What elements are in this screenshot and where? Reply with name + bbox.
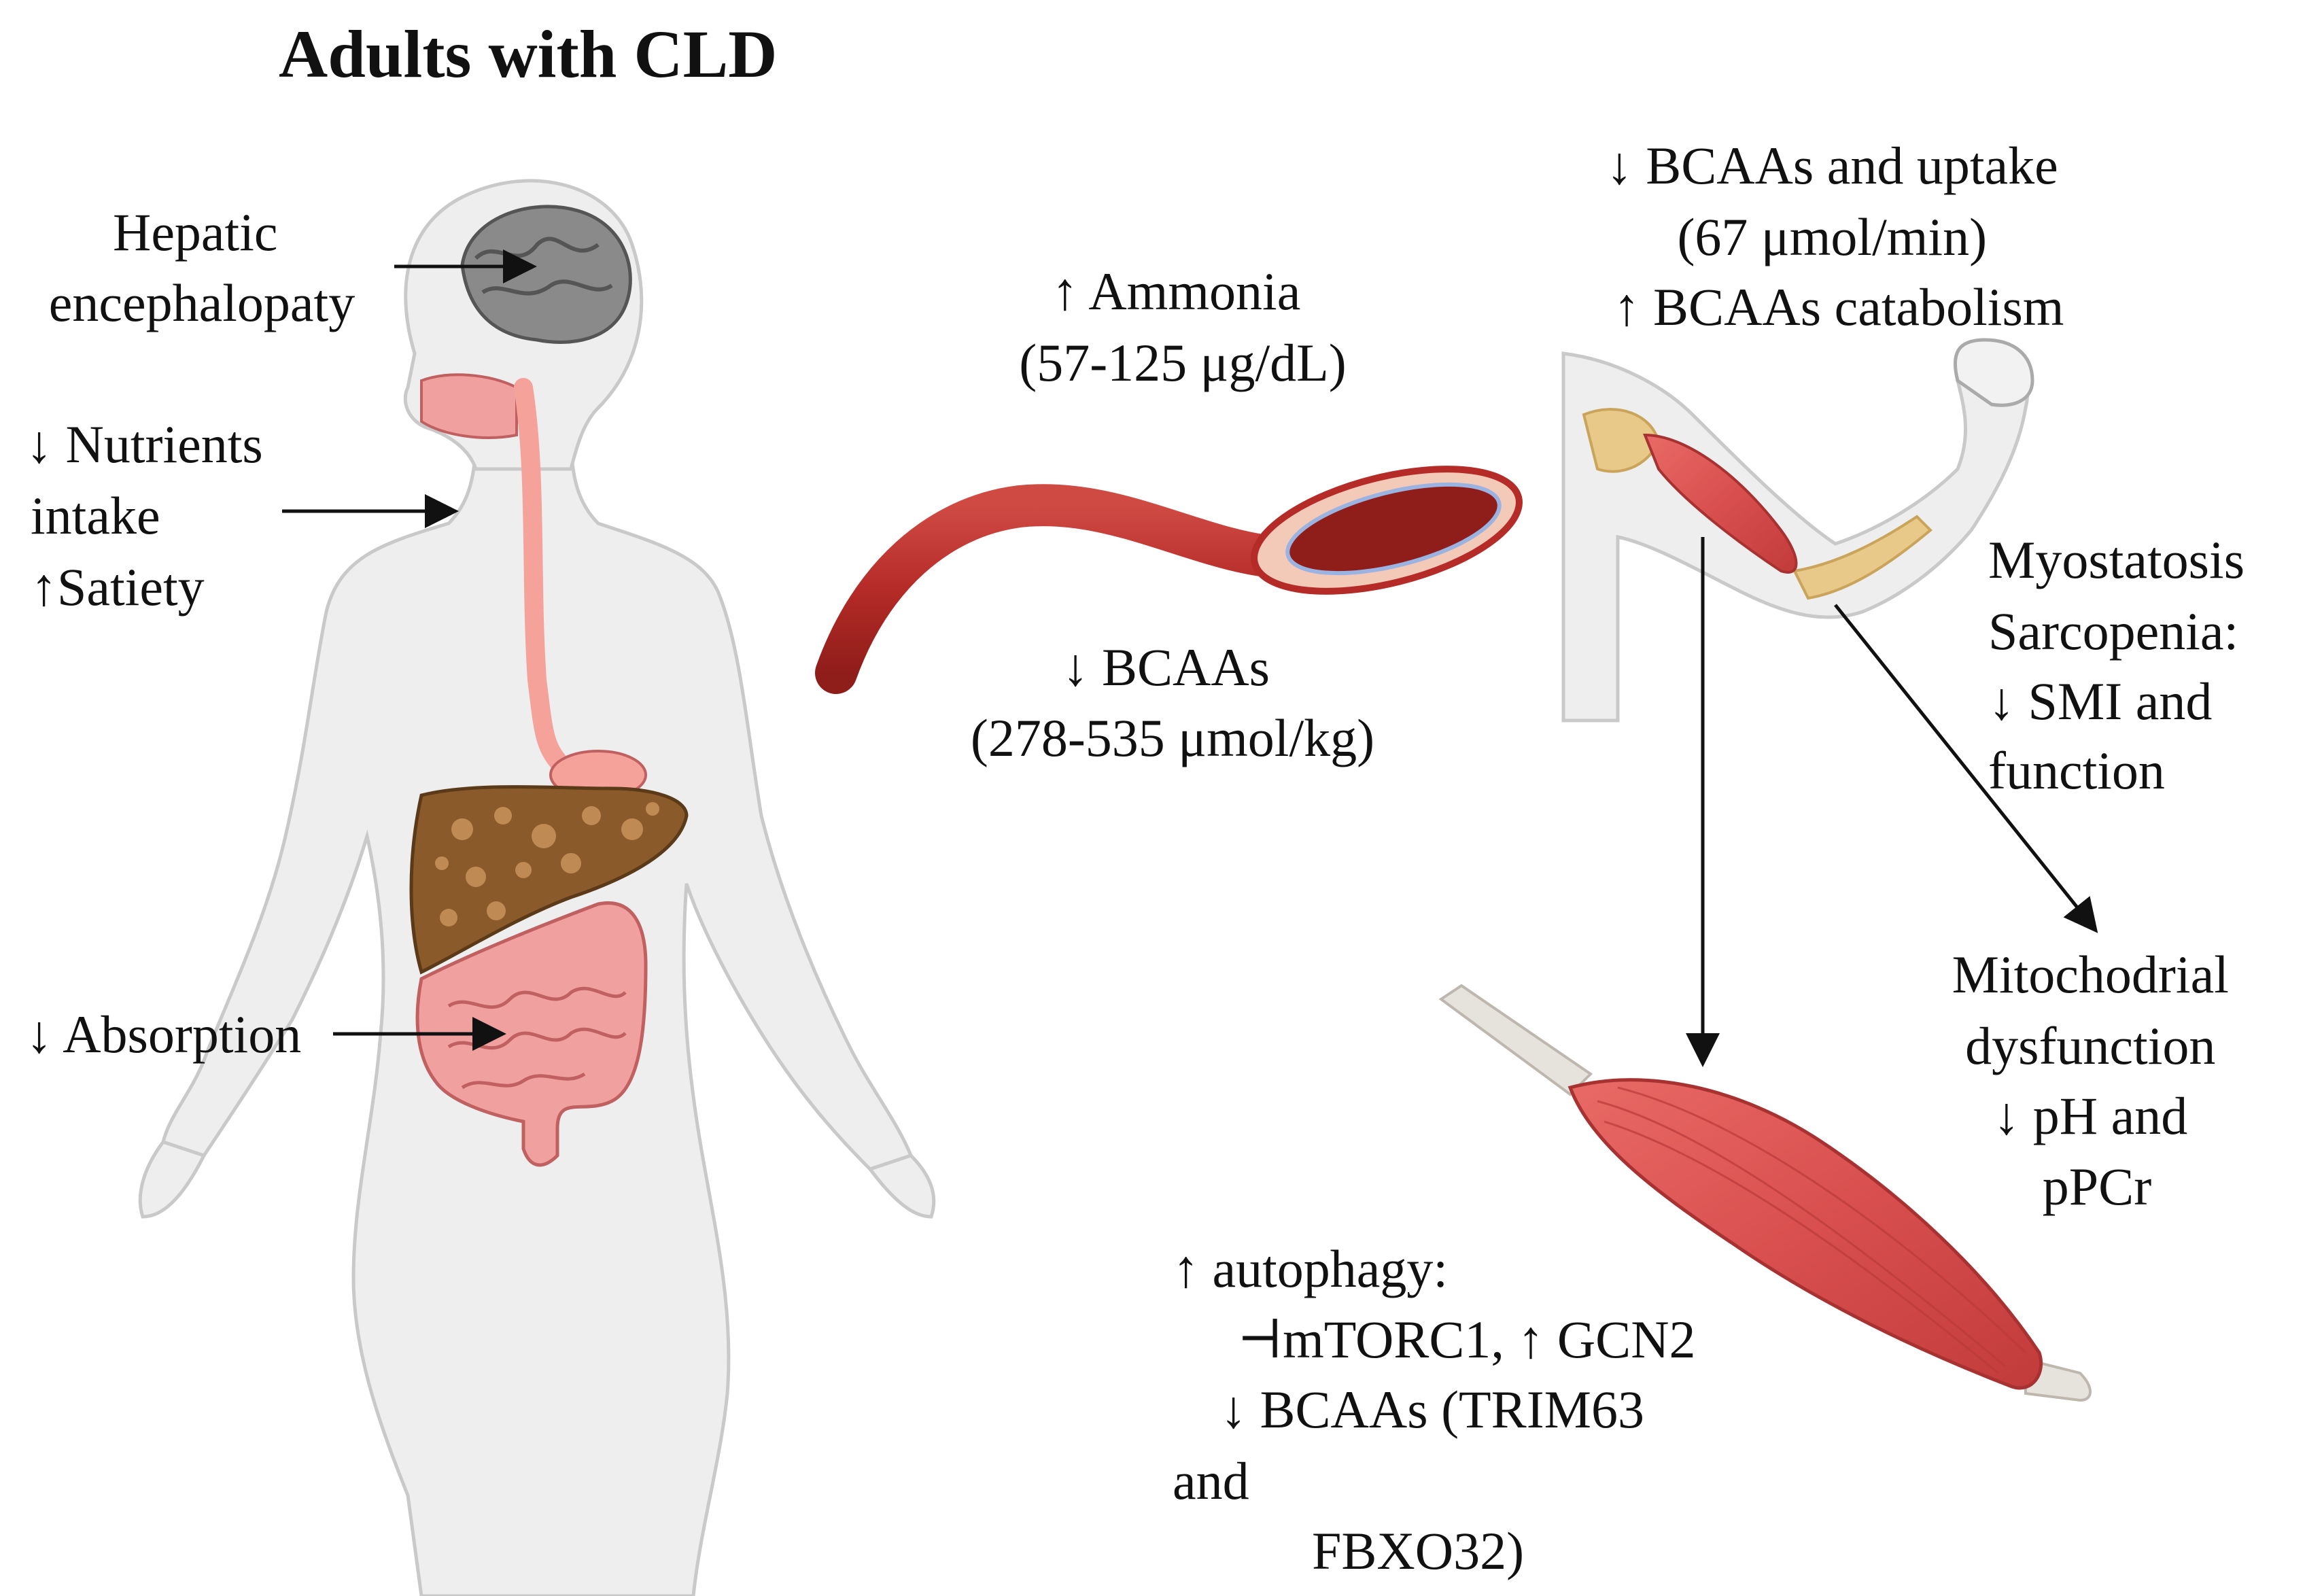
fist <box>1953 338 2034 407</box>
vessel-tube <box>815 484 1299 694</box>
human-body-figure <box>138 179 936 1596</box>
liver-nodules <box>435 802 659 926</box>
forearm-bone <box>1792 515 1933 600</box>
blood-vessel <box>815 466 1523 694</box>
vessel-cross-section-lumen <box>1285 482 1502 576</box>
nutrients-label: ↓ Nutrients intake ↑Satiety <box>26 415 276 617</box>
arm-silhouette <box>1561 351 2030 723</box>
esophagus <box>514 378 574 778</box>
page-title: Adults with CLD <box>279 16 778 92</box>
arm-to-mito-arrow <box>1834 604 2098 933</box>
liver-organ <box>409 785 689 975</box>
oral-cavity <box>420 373 518 439</box>
muscle-fibers <box>1597 1086 2027 1374</box>
brain-folds <box>474 237 613 296</box>
myostatosis-label: Myostatosis Sarcopenia: ↓ SMI and functi… <box>1988 530 2258 800</box>
mitochondrial-label: Mitochodrial dysfunction ↓ pH and pPCr <box>1952 945 2242 1216</box>
ammonia-label: ↑ Ammonia (57-125 μg/dL) <box>1019 262 1347 392</box>
muscle-tendon-top <box>1438 984 1593 1096</box>
flexed-arm <box>1561 338 2034 723</box>
absorption-label: ↓ Absorption <box>26 1005 301 1064</box>
autophagy-label: ↑ autophagy: ⊣mTORC1, ↑ GCN2 ↓ BCAAs (TR… <box>1173 1239 1709 1580</box>
hepatic-label: Hepatic encephalopaty <box>49 203 355 332</box>
bcaas-label: ↓ BCAAs (278-535 μmol/kg) <box>971 638 1374 767</box>
biceps-muscle <box>1643 433 1798 574</box>
uptake-label: ↓ BCAAs and uptake (67 μmol/min) ↑ BCAAs… <box>1606 136 2072 336</box>
skeletal-muscle <box>1438 984 2092 1402</box>
left-hand <box>138 1140 207 1219</box>
right-hand <box>867 1153 936 1219</box>
brain-organ <box>460 205 632 344</box>
